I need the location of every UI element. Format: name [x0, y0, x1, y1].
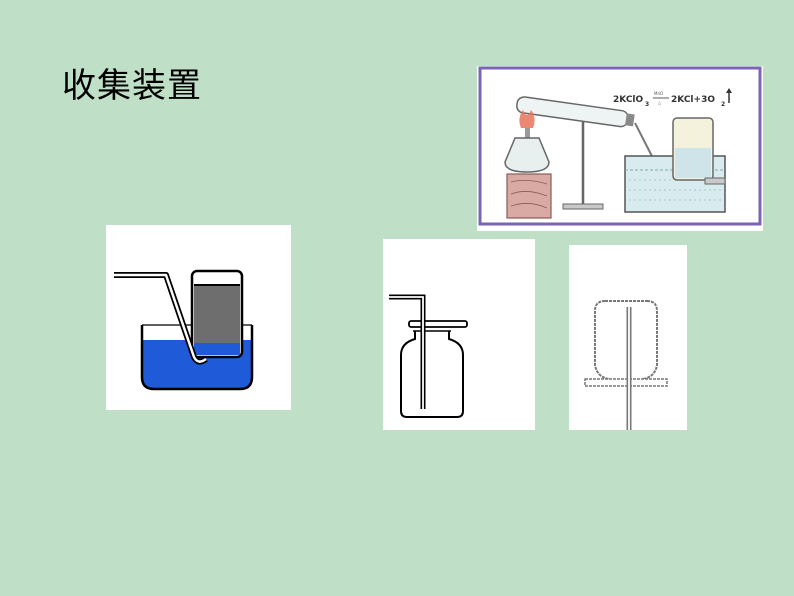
water-displacement-figure: [106, 225, 291, 410]
water-trough: [140, 325, 254, 391]
stand-base: [562, 203, 604, 210]
delivery-tube-inner: [389, 296, 424, 409]
reaction-equation-right: 2KCl+3O: [671, 95, 715, 105]
reaction-condition-catalyst: MnO: [654, 91, 663, 96]
alcohol-lamp: [504, 137, 550, 173]
gas-up-arrowhead: [726, 88, 732, 93]
downward-air-displacement-figure: [569, 245, 687, 430]
lamp-wick: [525, 128, 530, 138]
oxygen-preparation-apparatus-figure: 2KClO 3 MnO △ 2KCl+3O 2: [477, 66, 763, 231]
upward-air-displacement-figure: [383, 239, 535, 430]
subscript-3: 3: [645, 101, 649, 108]
flame-icon: [519, 110, 535, 128]
glass-plate: [584, 378, 668, 387]
delivery-tube-inner: [114, 273, 207, 363]
gas-jar: [400, 331, 464, 418]
collected-gas: [194, 285, 240, 343]
figure-frame: [478, 66, 762, 226]
bottle-shelf: [704, 177, 726, 185]
reaction-condition-heat: △: [658, 100, 662, 105]
reaction-equation-left: 2KClO: [613, 95, 644, 105]
bottle-water: [675, 148, 711, 178]
slide-title: 收集装置: [62, 66, 202, 106]
bottle-water: [194, 343, 240, 355]
wood-grain: [510, 180, 548, 209]
delivery-tube-outer: [389, 294, 426, 409]
subscript-2: 2: [721, 101, 725, 108]
inverted-gas-jar: [594, 300, 658, 383]
tube-stopper: [625, 113, 635, 127]
glass-plate: [408, 320, 468, 328]
